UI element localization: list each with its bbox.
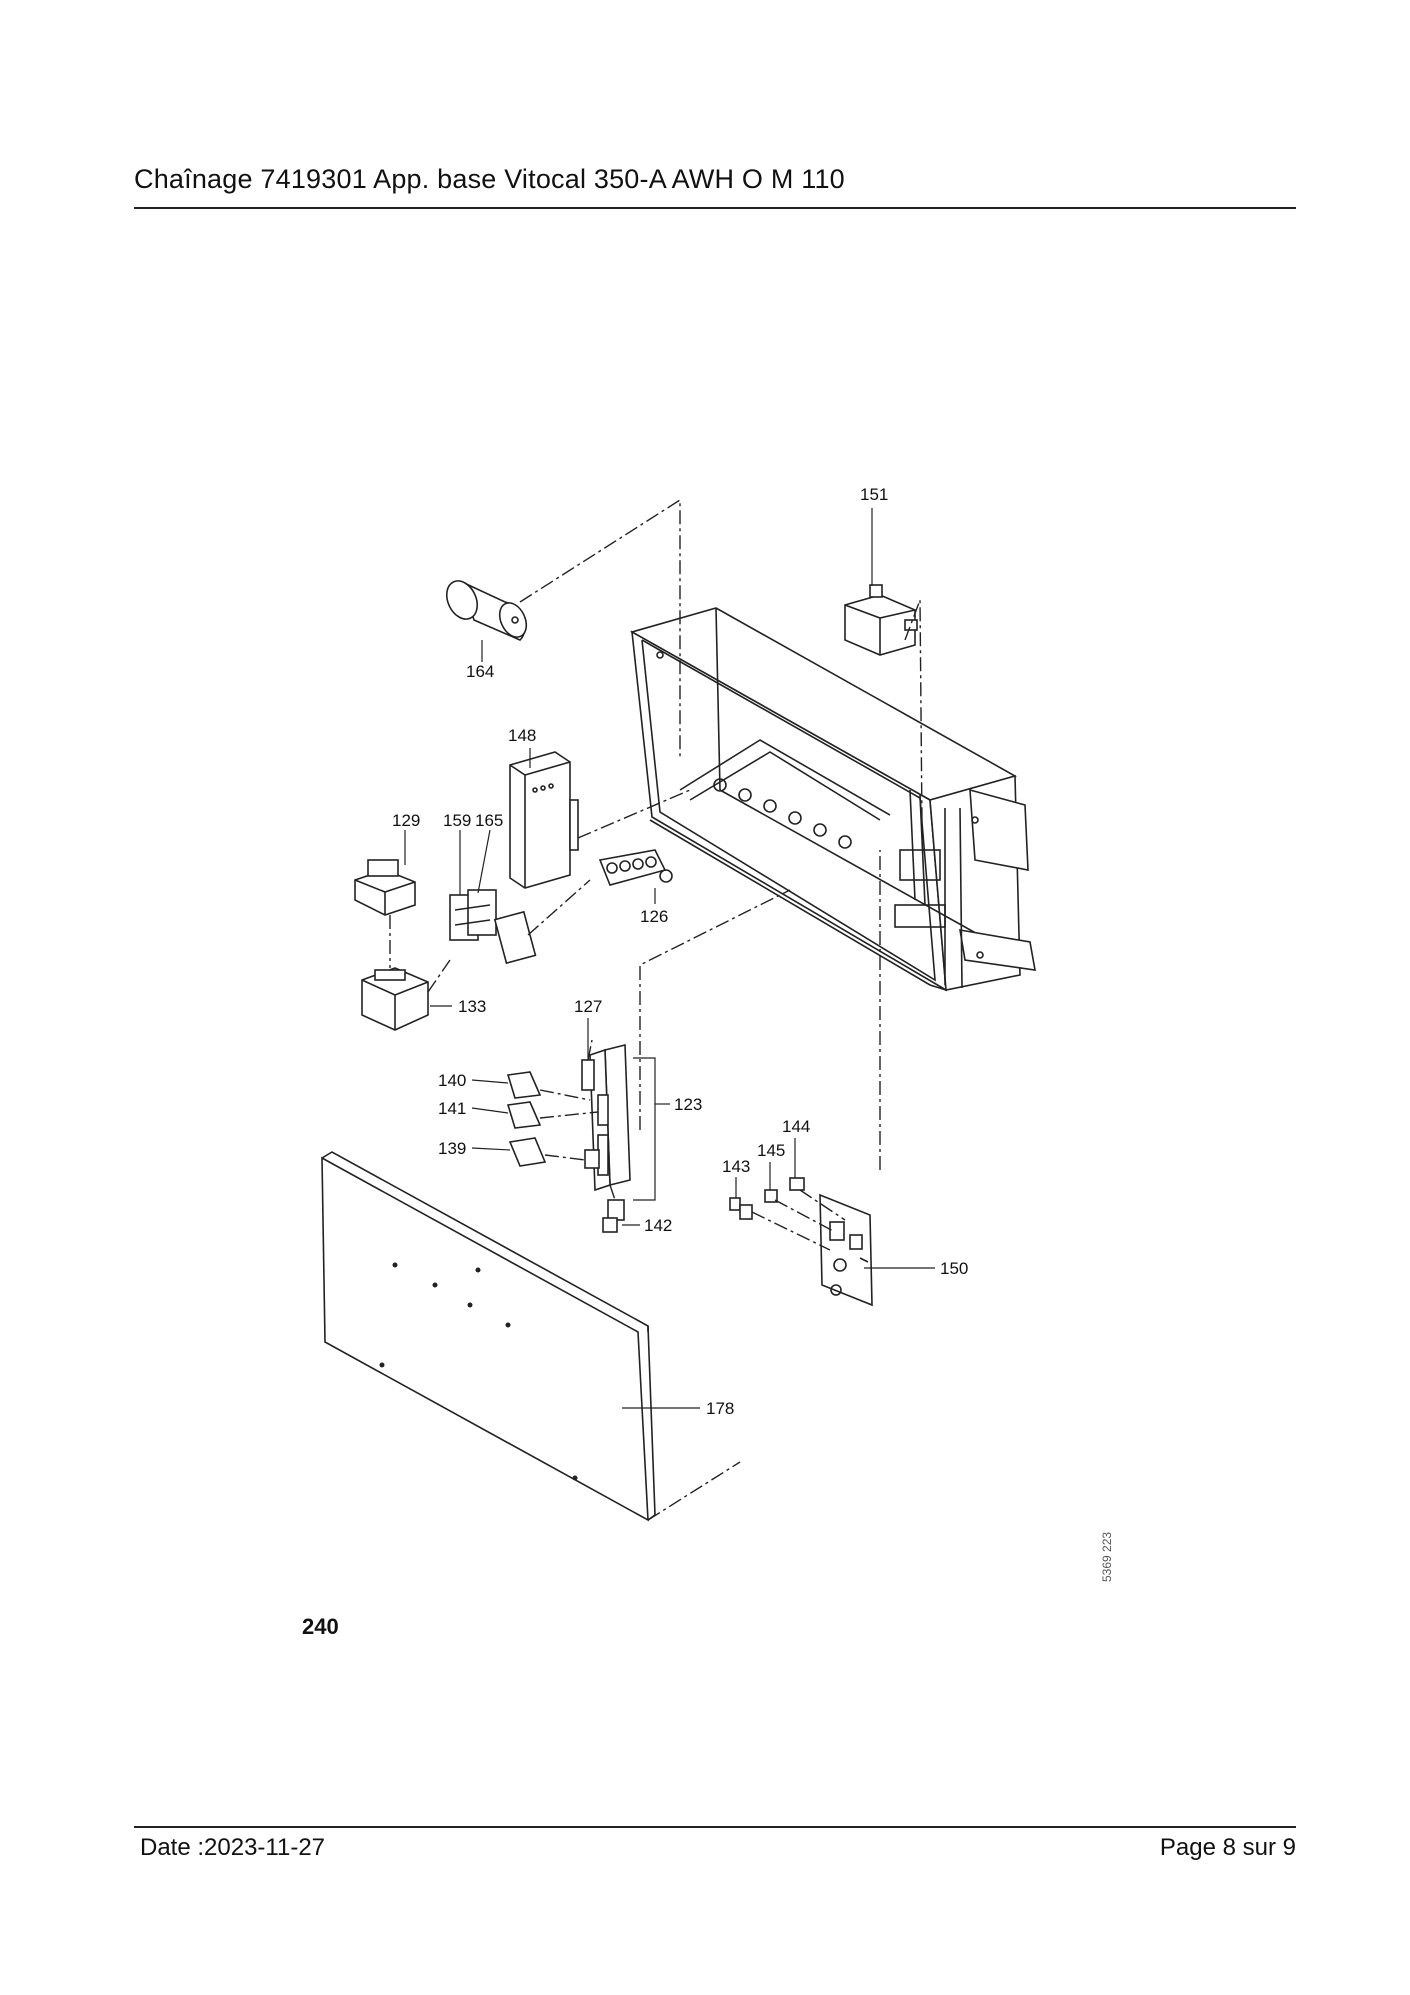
header-rule <box>134 207 1296 209</box>
callout-143: 143 <box>722 1157 750 1176</box>
callout-123: 123 <box>674 1095 702 1114</box>
part-143-145-144-connectors <box>729 1177 805 1220</box>
callout-142: 142 <box>644 1216 672 1235</box>
housing-box <box>629 607 1036 992</box>
callout-150: 150 <box>940 1259 968 1278</box>
callout-141: 141 <box>438 1099 466 1118</box>
callout-144: 144 <box>782 1117 810 1136</box>
callout-178: 178 <box>706 1399 734 1418</box>
part-140-141-139-plugs <box>506 1071 600 1169</box>
footer-page-number: Page 8 sur 9 <box>1159 1834 1296 1861</box>
callout-145: 145 <box>757 1141 785 1160</box>
assembly-lines <box>389 498 923 1521</box>
figure-number: 240 <box>302 1614 339 1639</box>
part-126-terminal-strip <box>598 849 673 886</box>
panel-holes <box>379 1262 578 1481</box>
callout-129: 129 <box>392 811 420 830</box>
footer-rule <box>134 1826 1296 1828</box>
part-150-pcb <box>819 1193 873 1307</box>
document-id: 5369 223 <box>1100 1531 1114 1582</box>
callout-127: 127 <box>574 997 602 1016</box>
callout-151: 151 <box>860 485 888 504</box>
part-178-front-panel <box>321 1151 656 1522</box>
page-header-title: Chaînage 7419301 App. base Vitocal 350-A… <box>134 164 845 194</box>
part-129-transformer <box>354 859 416 916</box>
callout-140: 140 <box>438 1071 466 1090</box>
callout-164: 164 <box>466 662 494 681</box>
leader-lines <box>404 508 935 1409</box>
callout-165: 165 <box>475 811 503 830</box>
callout-139: 139 <box>438 1139 466 1158</box>
callout-126: 126 <box>640 907 668 926</box>
part-164-capacitor <box>445 580 528 641</box>
part-151-relay <box>844 584 918 656</box>
callout-148: 148 <box>508 726 536 745</box>
footer-date: Date :2023-11-27 <box>140 1834 326 1861</box>
callout-159: 159 <box>443 811 471 830</box>
callout-133: 133 <box>458 997 486 1016</box>
part-127-123-boards <box>581 1043 631 1233</box>
part-148-module <box>509 751 579 889</box>
part-133-cover <box>361 967 429 1031</box>
part-159-165-contactors <box>449 889 537 965</box>
